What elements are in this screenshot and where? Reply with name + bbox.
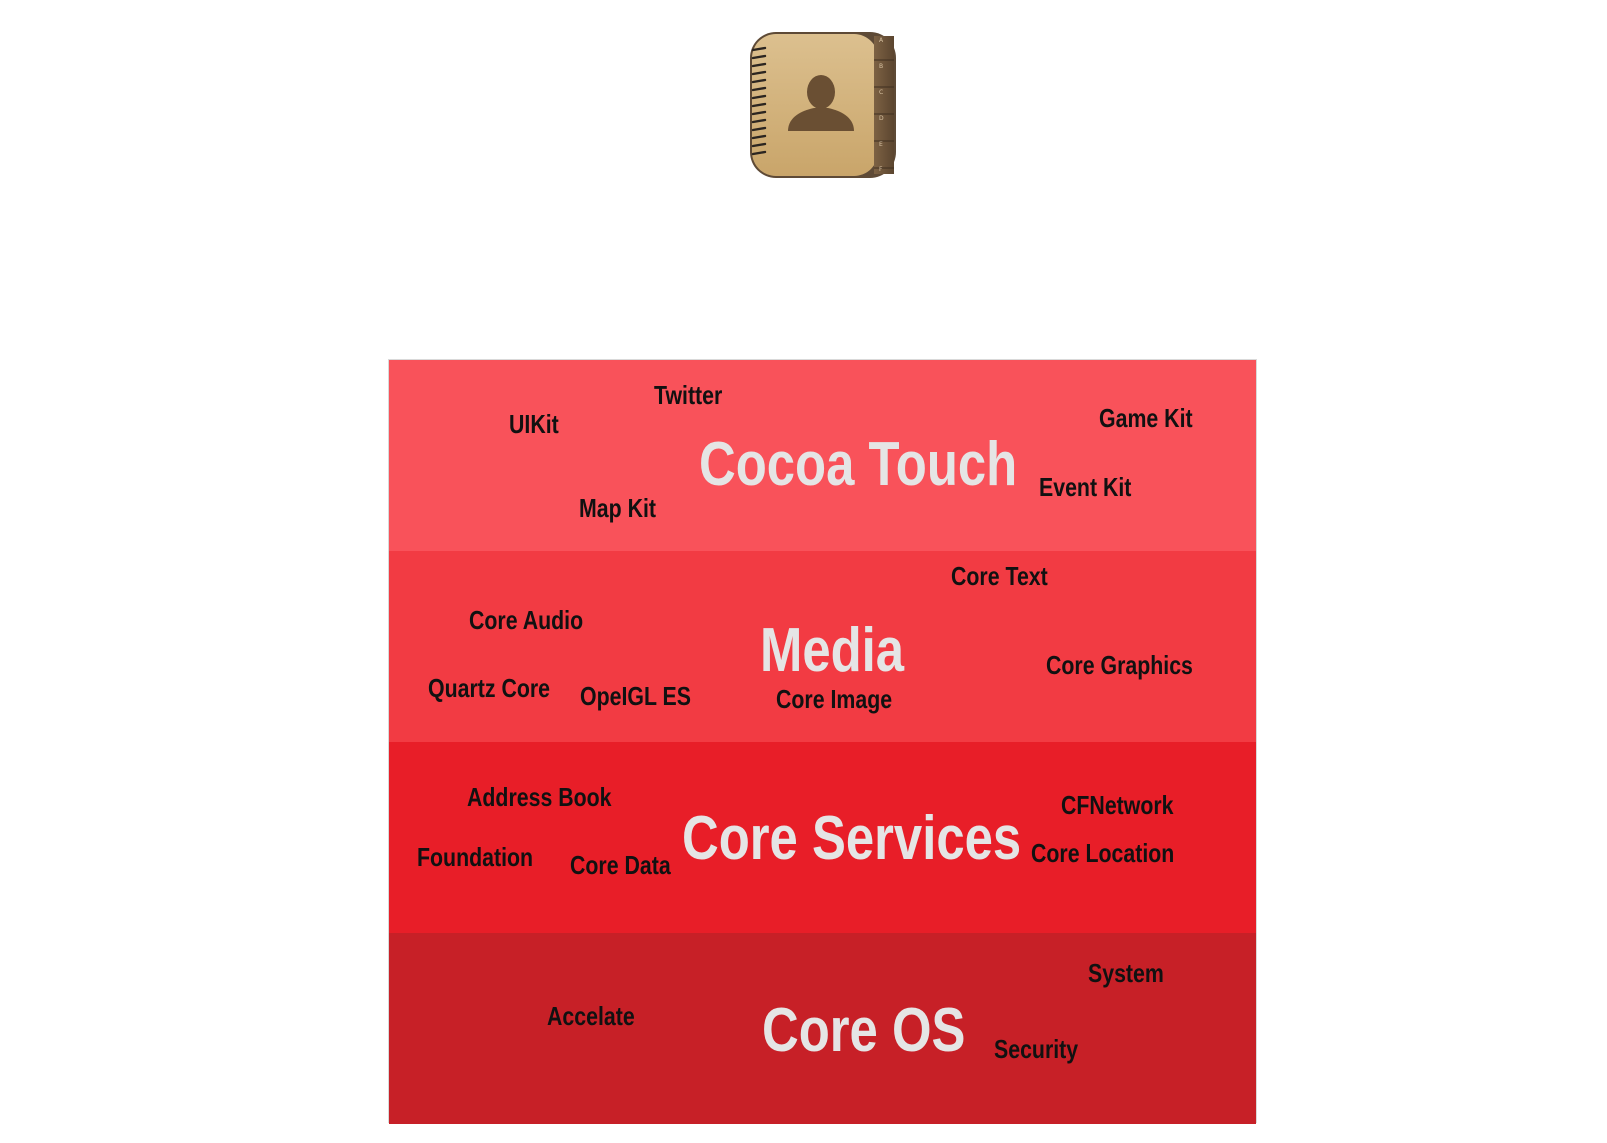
framework-label: Map Kit [579,493,656,523]
icon-tab-letter: E [879,141,883,148]
framework-label: CFNetwork [1061,790,1174,820]
icon-tab-letter: A [879,37,884,44]
framework-label: Twitter [654,380,723,410]
layer-cocoa-touch: Cocoa Touch Twitter UIKit Game Kit Event… [389,360,1256,551]
framework-label: Game Kit [1099,403,1193,433]
icon-tab-letter: B [879,63,883,70]
framework-label: Core Text [951,561,1048,591]
icon-tab-letter: F [879,166,883,173]
framework-label: Quartz Core [428,673,551,703]
framework-label: System [1088,958,1164,988]
framework-label: Accelate [547,1001,635,1031]
framework-label: Core Data [570,850,671,880]
framework-label: Security [994,1034,1079,1064]
layer-core-services: Core Services Address Book CFNetwork Fou… [389,742,1256,933]
icon-tab-letter: D [879,115,884,122]
framework-label: UIKit [509,409,559,439]
framework-label: Event Kit [1039,472,1132,502]
layer-title: Media [760,616,905,685]
layer-title: Cocoa Touch [699,430,1018,499]
layer-title: Core OS [762,996,966,1065]
framework-label: Core Graphics [1046,650,1193,680]
layer-media: Media Core Text Core Audio Core Graphics… [389,551,1256,742]
ios-architecture-stack: Cocoa Touch Twitter UIKit Game Kit Event… [388,359,1257,1124]
framework-label: Core Location [1031,838,1175,868]
layer-core-os: Core OS System Accelate Security [389,933,1256,1124]
framework-label: OpeIGL ES [580,681,691,711]
icon-tab-letter: C [879,89,883,96]
framework-label: Core Image [776,684,893,714]
framework-label: Core Audio [469,605,584,635]
framework-label: Foundation [417,842,534,872]
framework-label: Address Book [467,782,612,812]
contacts-app-icon: A B C D E F [748,30,898,180]
layer-title: Core Services [682,804,1022,873]
